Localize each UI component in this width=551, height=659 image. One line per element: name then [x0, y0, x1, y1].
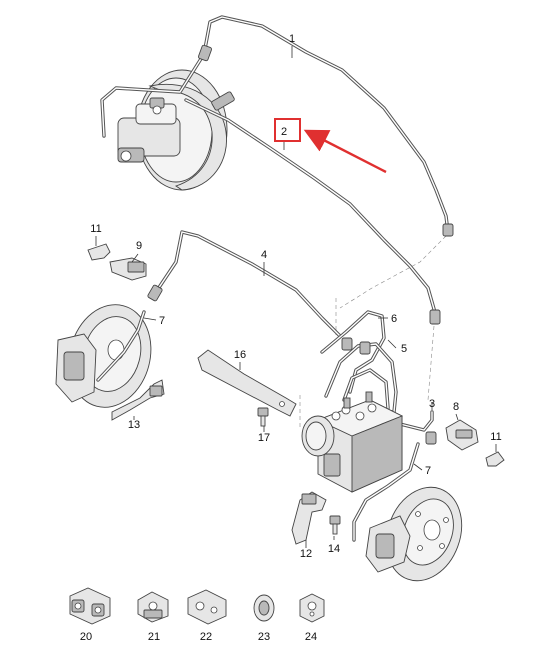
- assembly-guide-lines: [299, 235, 447, 430]
- brake-pipe-1: [100, 15, 454, 237]
- callout-13: 13: [128, 419, 140, 431]
- holder-20: [69, 587, 111, 625]
- callout-17: 17: [258, 432, 270, 444]
- callout-5: 5: [401, 343, 407, 355]
- callout-11-left: 11: [90, 223, 101, 235]
- front-brake-disc: [55, 304, 152, 408]
- callout-14: 14: [328, 543, 340, 555]
- bracket-16: [197, 349, 297, 417]
- highlight-box: [274, 118, 301, 142]
- holder-21: [137, 591, 169, 623]
- callout-16: 16: [234, 349, 246, 361]
- callout-3: 3: [429, 398, 435, 410]
- bracket-8: [445, 419, 479, 451]
- master-cylinder: [117, 91, 235, 163]
- callout-2: 2: [281, 126, 287, 138]
- highlight-annotation: [274, 118, 387, 174]
- screw-17: [257, 407, 269, 427]
- clip-24: [299, 593, 325, 623]
- bracket-13: [111, 379, 165, 421]
- callout-4: 4: [261, 249, 267, 261]
- callout-20: 20: [80, 631, 92, 643]
- brake-pipes-5-6: [320, 310, 398, 414]
- holder-22: [187, 589, 227, 625]
- brake-pipe-3: [398, 410, 437, 445]
- grommet-23: [253, 594, 275, 622]
- callout-9: 9: [136, 240, 142, 252]
- callout-7-left: 7: [159, 315, 165, 327]
- callout-7-right: 7: [425, 465, 431, 477]
- callout-23: 23: [258, 631, 270, 643]
- callout-1: 1: [289, 33, 295, 45]
- callout-labels: 1 2 3 4 5 6 7 7 8 9 11 11 12 13 14 16 17…: [80, 33, 502, 643]
- callout-22: 22: [200, 631, 212, 643]
- callout-8: 8: [453, 401, 459, 413]
- highlight-arrow: [303, 129, 387, 174]
- callout-24: 24: [305, 631, 317, 643]
- clip-11-left: [87, 243, 111, 261]
- callout-6: 6: [391, 313, 397, 325]
- brake-pipe-2: [184, 98, 441, 325]
- clip-11-right: [485, 451, 505, 467]
- callout-12: 12: [300, 548, 312, 560]
- callout-11-right: 11: [490, 431, 501, 443]
- bracket-12: [291, 491, 327, 545]
- brake-hose-right: [352, 442, 420, 542]
- bracket-9: [109, 257, 147, 281]
- brake-pipe-4: [147, 230, 342, 338]
- screw-14: [329, 515, 341, 535]
- rear-brake-disc: [365, 486, 463, 582]
- callout-21: 21: [148, 631, 160, 643]
- abs-hydraulic-unit: [301, 391, 404, 493]
